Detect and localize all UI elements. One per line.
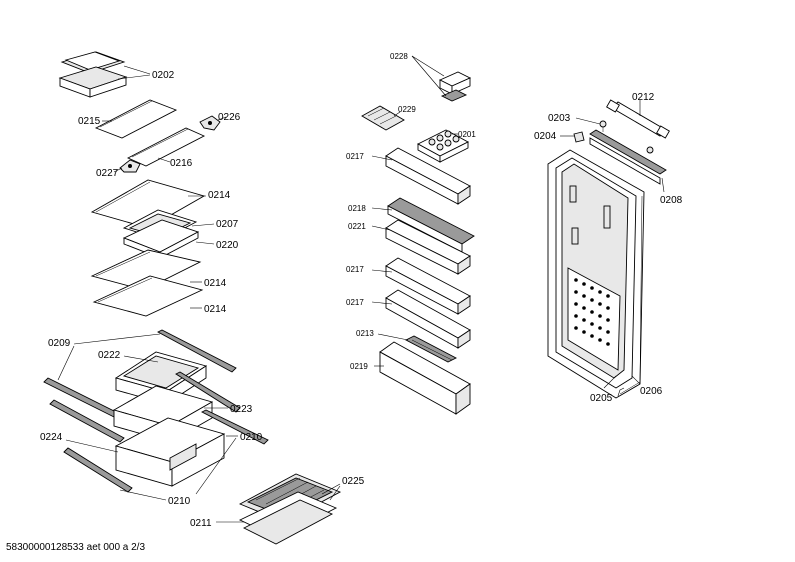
part-0215-glass-shelf[interactable] (94, 99, 178, 139)
part-0214-glass-shelf-lower[interactable] (92, 275, 204, 317)
part-0201-egg-tray[interactable] (417, 129, 469, 163)
part-0214-glass-shelf-middle[interactable] (90, 249, 202, 291)
part-0203-screw-b[interactable] (646, 146, 654, 154)
leader-0225a (321, 483, 341, 495)
callout-0217-lower: 0217 (346, 298, 364, 307)
callout-0212: 0212 (632, 92, 655, 103)
callout-0225: 0225 (342, 476, 365, 487)
callout-0214-lower: 0214 (204, 304, 227, 315)
callout-0202: 0202 (152, 70, 175, 81)
part-door-panel[interactable] (547, 149, 645, 399)
callout-0226: 0226 (218, 112, 241, 123)
leader-0208 (661, 177, 665, 193)
leader-0224 (65, 439, 119, 453)
callout-0219: 0219 (350, 362, 368, 371)
callout-0224: 0224 (40, 432, 63, 443)
leader-0202b (117, 74, 151, 80)
part-0217-door-rack-upper[interactable] (385, 147, 471, 205)
leader-0213 (377, 333, 409, 341)
callout-0210-bottom: 0210 (168, 496, 191, 507)
callout-0208: 0208 (660, 195, 683, 206)
leader-0226 (217, 116, 227, 121)
leader-0202 (123, 65, 151, 75)
callout-0223: 0223 (230, 404, 253, 415)
leader-0210c (119, 489, 167, 501)
part-0229-butter-tray[interactable] (361, 105, 405, 131)
leader-0220 (195, 241, 215, 245)
part-0224-drawer[interactable] (114, 417, 226, 487)
part-0220-crisper-cover[interactable] (122, 219, 200, 259)
callout-0217-upper: 0217 (346, 152, 364, 161)
part-0203-screw[interactable] (599, 120, 607, 132)
part-0205-door-frame[interactable] (617, 387, 625, 397)
callout-0218: 0218 (348, 204, 366, 213)
leader-0225b (329, 485, 341, 501)
callout-0201: 0201 (458, 130, 476, 139)
part-0204-cap[interactable] (573, 131, 585, 143)
callout-0205: 0205 (590, 393, 613, 404)
part-0221-door-rack[interactable] (385, 219, 471, 275)
leader-0221 (371, 225, 391, 231)
part-0210-rail-upper-left[interactable] (49, 399, 125, 443)
leader-0222 (123, 355, 159, 363)
part-0206-gasket[interactable] (619, 195, 643, 395)
callout-0227: 0227 (96, 168, 119, 179)
part-0228-box[interactable] (438, 71, 472, 102)
callout-0221: 0221 (348, 222, 366, 231)
callout-0216: 0216 (170, 158, 193, 169)
part-0210-rail-lower-right[interactable] (201, 409, 269, 445)
part-0212-bar[interactable] (606, 99, 670, 139)
part-0210-rail-upper-right[interactable] (175, 371, 241, 413)
part-0227-clip[interactable] (119, 159, 141, 173)
part-0217-door-rack-lower[interactable] (385, 289, 471, 349)
part-0217-door-rack-middle[interactable] (385, 257, 471, 315)
leader-0209b (57, 345, 75, 381)
callout-0222: 0222 (98, 350, 121, 361)
leader-0217b (371, 269, 393, 273)
callout-0229: 0229 (398, 105, 416, 114)
callout-0203: 0203 (548, 113, 571, 124)
leader-0207 (191, 223, 215, 227)
leader-0218 (371, 207, 393, 211)
part-0226-clip[interactable] (199, 115, 221, 131)
leader-0216 (157, 157, 171, 163)
part-0219-bottle-rack[interactable] (379, 341, 471, 415)
door-vent-grid (574, 278, 610, 346)
leader-0209a (73, 333, 161, 345)
leader-0217a (371, 155, 393, 161)
part-0210-rail-bottom-left[interactable] (63, 447, 133, 493)
callout-0206: 0206 (640, 386, 663, 397)
document-id: 58300000128533 aet 000 a 2/3 (6, 542, 146, 553)
callout-0220: 0220 (216, 240, 239, 251)
callout-0204: 0204 (534, 131, 557, 142)
leader-0206 (631, 375, 641, 385)
callout-0213: 0213 (356, 329, 374, 338)
leader-0203 (575, 117, 601, 125)
part-0213-divider[interactable] (405, 335, 457, 363)
callout-0217-middle: 0217 (346, 265, 364, 274)
part-0211-grille-frame[interactable] (238, 491, 338, 545)
leader-0205 (603, 375, 617, 389)
callout-0228: 0228 (390, 52, 408, 61)
callout-0209: 0209 (48, 338, 71, 349)
part-0209-rail-right[interactable] (157, 329, 237, 373)
callout-0214-upper: 0214 (208, 190, 231, 201)
leader-0229 (393, 111, 401, 117)
leader-0228a (411, 55, 445, 77)
leader-0228b (411, 55, 447, 97)
callout-0215: 0215 (78, 116, 101, 127)
leader-0227 (113, 167, 123, 173)
callout-0210-right: 0210 (240, 432, 263, 443)
leader-0210b (195, 437, 237, 495)
part-0218-rack-insert[interactable] (387, 197, 475, 253)
part-0208-hinge-bracket[interactable] (589, 129, 667, 185)
callout-0211: 0211 (190, 518, 212, 529)
callout-0207: 0207 (216, 219, 239, 230)
part-0202-tray[interactable] (58, 51, 128, 98)
part-0216-shelf-strip[interactable] (126, 127, 206, 167)
leader-0217c (371, 301, 393, 305)
callout-0214-middle: 0214 (204, 278, 227, 289)
